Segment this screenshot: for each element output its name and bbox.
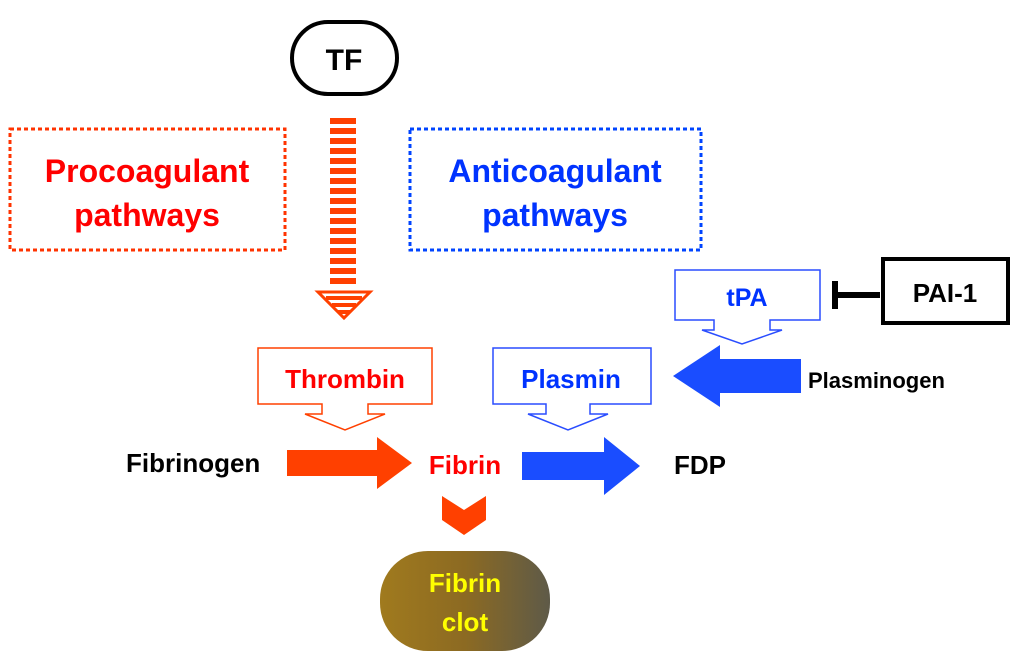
procoagulant-label-2: pathways [74,197,220,233]
plasmin-node: Plasmin [492,347,652,431]
pai1-inhibition [832,281,880,309]
pai1-label: PAI-1 [913,278,978,308]
tf-striped-arrow [314,118,374,321]
thrombin-node: Thrombin [257,347,433,431]
plasmin-label: Plasmin [521,364,621,394]
anticoagulant-label-1: Anticoagulant [448,153,662,189]
fibrin-clot-label-1: Fibrin [429,568,501,598]
fibrin-to-clot-chevron [442,496,486,535]
fibrin-to-fdp-arrow [522,437,640,495]
tf-node: TF [290,20,399,96]
procoagulant-box: Procoagulant pathways [8,127,287,252]
plasminogen-label: Plasminogen [808,368,945,393]
tpa-node: tPA [674,269,821,345]
tf-label: TF [326,44,363,77]
procoagulant-label-1: Procoagulant [45,153,250,189]
thrombin-label: Thrombin [285,364,405,394]
fibrin-clot-node: Fibrin clot [380,551,550,651]
tpa-label: tPA [726,284,767,312]
fibrinogen-label: Fibrinogen [126,448,260,478]
fibrin-clot-label-2: clot [442,607,489,637]
fdp-label: FDP [674,450,726,480]
fibrinogen-to-fibrin-arrow [287,437,412,489]
pai1-node: PAI-1 [881,257,1010,325]
anticoagulant-box: Anticoagulant pathways [408,127,703,252]
fibrin-label: Fibrin [429,450,501,480]
anticoagulant-label-2: pathways [482,197,628,233]
plasminogen-arrow [673,345,801,407]
